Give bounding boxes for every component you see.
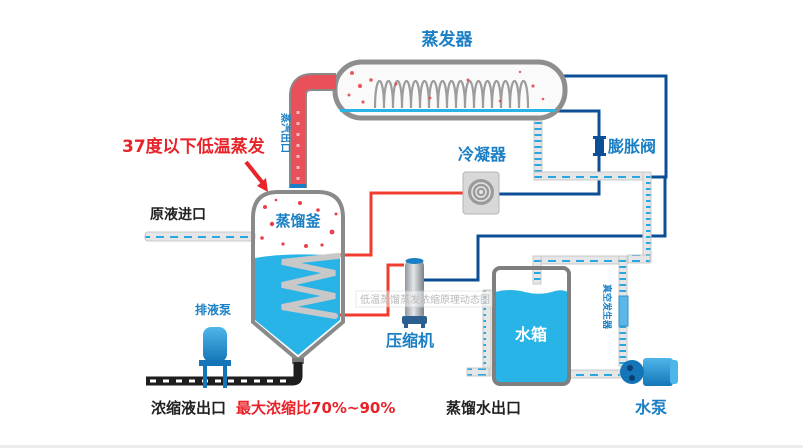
water-tank-label: 水箱: [515, 325, 547, 344]
pipe-kettle-to-condenser: [338, 191, 470, 257]
tank-to-pump: [567, 369, 621, 379]
kettle-outlet: [292, 358, 304, 364]
evaporator-coil: [373, 80, 530, 109]
concentrate-outlet-label: 浓缩液出口: [151, 399, 226, 417]
tank-loop-top: [532, 255, 628, 265]
pipe-kettle-to-compressor: [338, 263, 404, 317]
evaporator-liquid: [340, 109, 555, 112]
tank-water: [495, 290, 568, 382]
vacuum-generator-label: 真空发生器: [601, 284, 613, 330]
pipe-compressor-out: [424, 177, 667, 282]
compressor-label: 压缩机: [386, 331, 434, 350]
expansion-valve-icon[interactable]: [593, 136, 606, 156]
drain-pump-body: [203, 327, 227, 362]
kettle-particles: [260, 198, 338, 248]
kettle-coil: [281, 253, 341, 319]
tank-shell: [492, 266, 571, 386]
steam-particles: [347, 70, 545, 104]
bottom-border: [0, 445, 803, 448]
red-arrow-icon: [244, 160, 268, 192]
watermark-text: 低温蒸馏蒸发浓缩原理动态图: [360, 293, 490, 306]
kettle-label: 蒸馏釜: [275, 212, 321, 230]
vacuum-line-down: [642, 171, 652, 263]
water-pump[interactable]: [620, 358, 678, 386]
watermark: 低温蒸馏蒸发浓缩原理动态图: [355, 290, 493, 308]
evaporator-drain-pipe: [533, 116, 543, 180]
drain-pump-label: 排液泵: [195, 302, 231, 317]
vacuum-line-h: [627, 254, 651, 264]
concentrate-pipe: [146, 362, 303, 386]
max-ratio-label: 最大浓缩比70%~90%: [236, 399, 395, 417]
evaporator-drain-pipe-h: [533, 171, 651, 181]
raw-inlet-label: 原液进口: [150, 206, 206, 223]
water-tank[interactable]: [492, 266, 571, 386]
condenser-label: 冷凝器: [458, 145, 507, 164]
distilled-pipe-h: [466, 367, 490, 377]
steam-pipe: [289, 73, 336, 188]
evaporator[interactable]: [332, 59, 568, 121]
hot-lines: [338, 191, 470, 317]
kettle-shell: [251, 190, 345, 363]
distillation-kettle[interactable]: [251, 190, 345, 364]
drain-pump[interactable]: [199, 327, 231, 388]
distilled-outlet-label: 蒸馏水出口: [446, 399, 521, 417]
low-temp-note: 37度以下低温蒸发: [122, 136, 266, 157]
vacuum-generator[interactable]: [618, 295, 629, 327]
expansion-valve-label: 膨胀阀: [608, 137, 656, 156]
steam-outlet-label: 蒸汽出口: [279, 113, 292, 153]
evaporator-label: 蒸发器: [422, 29, 474, 50]
condenser-fan-icon[interactable]: [462, 171, 500, 215]
water-pump-label: 水泵: [635, 398, 667, 417]
raw-inlet-pipe: [144, 231, 256, 242]
